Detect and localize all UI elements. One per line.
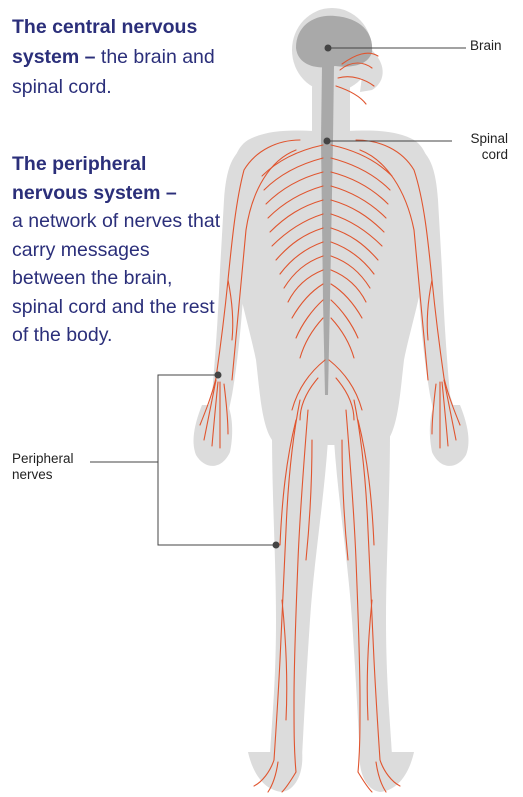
body-silhouette — [193, 8, 469, 792]
central-description: the brain and spinal cord. — [12, 46, 215, 98]
brain-label: Brain — [470, 38, 502, 53]
leader-lines — [90, 44, 466, 549]
brain-shape — [296, 15, 373, 68]
peripheral-nerves-label-line1: Peripheral — [12, 451, 74, 466]
peripheral-leg-leader-dot — [272, 541, 280, 549]
spinal-cord-leader-dot — [323, 137, 331, 145]
central-nervous-system-text: The central nervous system – the brain a… — [12, 12, 242, 102]
spinal-cord-label-line2: cord — [481, 147, 508, 162]
peripheral-description: a network of nerves that carry messages … — [12, 210, 221, 346]
peripheral-arm-leader-dot — [214, 371, 222, 379]
central-heading: The central nervous system – — [12, 16, 198, 68]
peripheral-nerves-label: Peripheral nerves — [12, 451, 74, 483]
peripheral-nerves-label-line2: nerves — [12, 467, 53, 482]
spinal-cord-label-line1: Spinal — [470, 131, 508, 146]
brain-leader-dot — [324, 44, 332, 52]
peripheral-nervous-system-text: The peripheral nervous system – a networ… — [12, 150, 227, 350]
central-nervous-system — [296, 15, 373, 395]
spinal-cord-label: Spinal cord — [448, 131, 508, 163]
peripheral-nerves-bracket — [157, 374, 276, 546]
peripheral-heading: The peripheral nervous system – — [12, 153, 177, 204]
spinal-cord-shape — [321, 66, 334, 395]
peripheral-nerves — [199, 52, 461, 793]
